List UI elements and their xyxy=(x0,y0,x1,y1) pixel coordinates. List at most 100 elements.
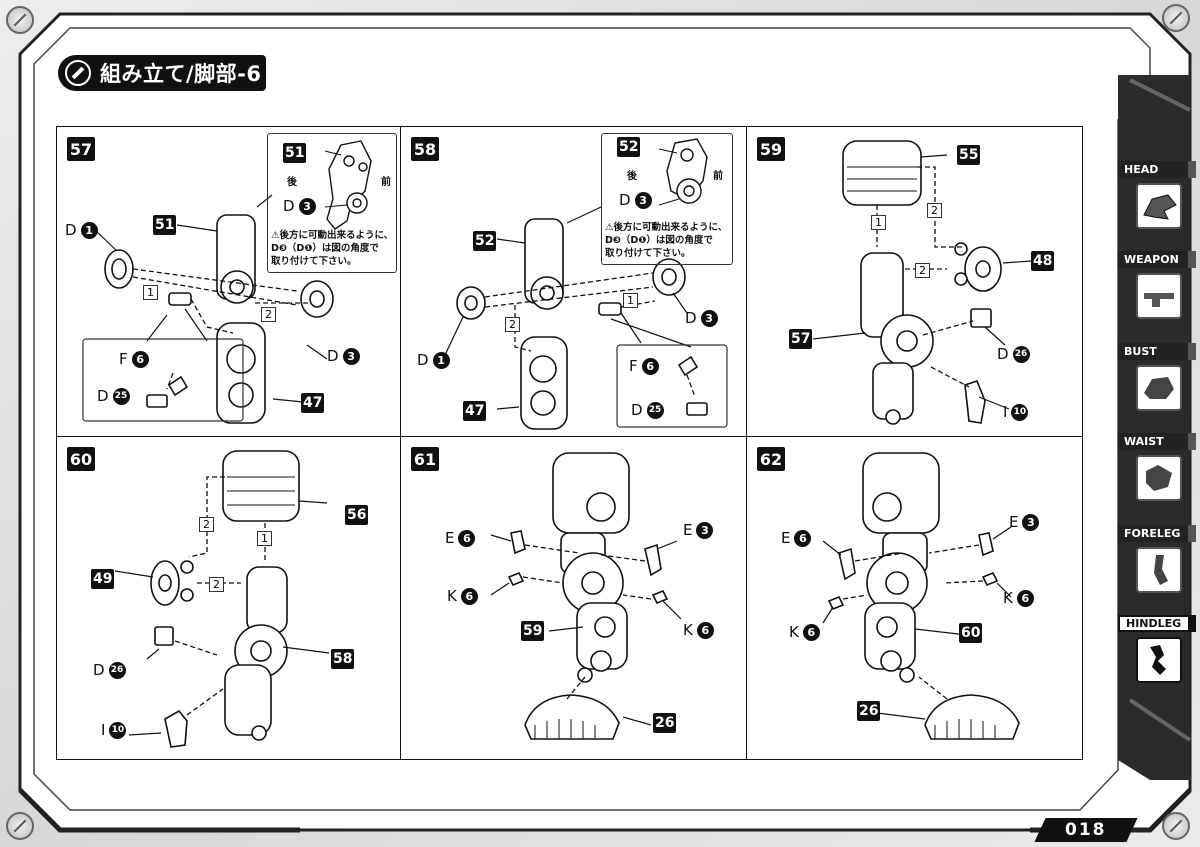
step-number: 62 xyxy=(757,447,785,471)
part-tag: 49 xyxy=(91,569,115,589)
runner-number: 6 xyxy=(460,587,478,605)
step-61-diagram xyxy=(490,452,682,740)
part-tag: 59 xyxy=(521,621,545,641)
part-tag: 58 xyxy=(331,649,355,669)
part-tag: 47 xyxy=(463,401,487,421)
back-label: 後 xyxy=(627,171,637,182)
step-58: 58 xyxy=(401,127,747,437)
runner-number: 1 xyxy=(80,221,98,239)
head-icon xyxy=(1136,183,1182,229)
detail-inset xyxy=(601,133,733,265)
instruction-panels: 57 xyxy=(56,126,1083,760)
runner-number: 25 xyxy=(112,387,130,405)
runner-number: 26 xyxy=(108,661,126,679)
page-title: 組み立て/脚部-6 xyxy=(58,55,266,91)
sidebar-item-label: BUST xyxy=(1118,343,1196,360)
wrench-icon xyxy=(65,60,91,86)
step-57: 57 xyxy=(57,127,401,437)
sequence-marker: 2 xyxy=(927,203,942,218)
step-60: 60 56 xyxy=(57,437,401,759)
sequence-marker: 2 xyxy=(209,577,224,592)
sequence-marker: 2 xyxy=(199,517,214,532)
part-tag: 51 xyxy=(153,215,177,235)
front-label: 前 xyxy=(713,171,723,182)
foreleg-icon xyxy=(1136,547,1182,593)
sidebar-item-label: WEAPON xyxy=(1118,251,1196,268)
runner-number: 26 xyxy=(1012,345,1030,363)
sequence-marker: 2 xyxy=(261,307,276,322)
caution-note: ⚠後方に可動出来るように、 D❸（D❶）は図の角度で 取り付けて下さい。 xyxy=(605,222,728,259)
sidebar-item-bust[interactable]: BUST xyxy=(1118,343,1196,423)
sequence-marker: 1 xyxy=(257,531,272,546)
detail-inset xyxy=(267,133,397,273)
sidebar-item-label: FORELEG xyxy=(1118,525,1196,542)
waist-icon xyxy=(1136,455,1182,501)
step-number: 60 xyxy=(67,447,95,471)
part-tag: 57 xyxy=(789,329,813,349)
sequence-marker: 2 xyxy=(915,263,930,278)
sequence-marker: 1 xyxy=(143,285,158,300)
part-tag: 60 xyxy=(959,623,983,643)
step-57-diagram xyxy=(82,140,372,424)
sidebar-item-weapon[interactable]: WEAPON xyxy=(1118,251,1196,331)
sequence-marker: 2 xyxy=(505,317,520,332)
part-tag: 26 xyxy=(857,701,881,721)
sequence-marker: 1 xyxy=(623,293,638,308)
part-tag: 52 xyxy=(473,231,497,251)
step-62-diagram xyxy=(822,452,1020,740)
step-59: 59 55 xyxy=(747,127,1082,437)
runner-number: 25 xyxy=(646,401,664,419)
step-58-diagram xyxy=(444,138,728,430)
sidebar-item-hindleg[interactable]: HINDLEG xyxy=(1118,615,1196,695)
runner-number: 10 xyxy=(1011,403,1029,421)
sidebar-item-label: HEAD xyxy=(1118,161,1196,178)
part-tag: 26 xyxy=(653,713,677,733)
runner-number: 3 xyxy=(634,191,652,209)
runner-number: 3 xyxy=(342,347,360,365)
step-59-diagram xyxy=(812,140,1032,425)
runner-number: 3 xyxy=(298,197,316,215)
runner-number: 10 xyxy=(109,721,127,739)
corner-bolt-icon xyxy=(6,6,34,34)
caution-note: ⚠後方に可動出来るように、 D❸（D❶）は図の角度で 取り付けて下さい。 xyxy=(271,230,394,267)
part-tag: 55 xyxy=(957,145,981,165)
sidebar-item-head[interactable]: HEAD xyxy=(1118,161,1196,241)
runner-number: 6 xyxy=(696,621,714,639)
runner-number: 3 xyxy=(700,309,718,327)
page-number: 018 xyxy=(1034,818,1138,842)
step-62: 62 xyxy=(747,437,1082,759)
sidebar-item-waist[interactable]: WAIST xyxy=(1118,433,1196,513)
runner-number: 6 xyxy=(794,529,812,547)
runner-number: 6 xyxy=(131,350,149,368)
step-number: 59 xyxy=(757,137,785,161)
part-tag: 52 xyxy=(617,137,641,157)
runner-number: 3 xyxy=(1022,513,1040,531)
part-tag: 48 xyxy=(1031,251,1055,271)
part-tag: 47 xyxy=(301,393,325,413)
part-tag: 51 xyxy=(283,143,307,163)
hindleg-icon xyxy=(1136,637,1182,683)
sidebar-item-foreleg[interactable]: FORELEG xyxy=(1118,525,1196,605)
step-number: 61 xyxy=(411,447,439,471)
bust-icon xyxy=(1136,365,1182,411)
back-label: 後 xyxy=(287,177,297,188)
sidebar-item-label: WAIST xyxy=(1118,433,1196,450)
page-title-text: 組み立て/脚部-6 xyxy=(100,62,262,86)
sequence-marker: 1 xyxy=(871,215,886,230)
